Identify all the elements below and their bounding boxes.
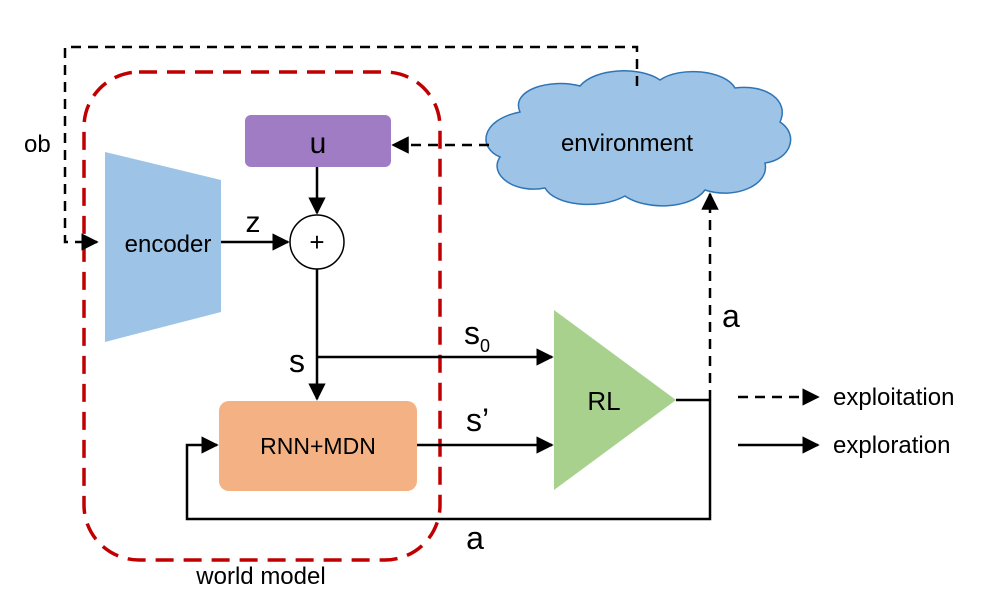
world-model-label: world model xyxy=(195,563,325,590)
u-label: u xyxy=(310,127,327,160)
rl-block xyxy=(554,310,676,490)
a-top-label: a xyxy=(722,298,740,334)
s-label: s xyxy=(289,343,305,379)
ob-label: ob xyxy=(24,131,51,158)
legend-exploration-label: exploration xyxy=(833,432,950,459)
environment-label: environment xyxy=(561,130,693,157)
z-label: z xyxy=(246,206,261,239)
ob-path xyxy=(63,45,639,251)
s0-label: s0 xyxy=(464,315,490,356)
encoder-block xyxy=(105,152,221,342)
a-bottom-label: a xyxy=(466,520,484,556)
action-feedback-path xyxy=(185,400,712,521)
legend: exploitation exploration xyxy=(738,384,954,459)
rnn-mdn-block xyxy=(219,401,417,491)
u-block xyxy=(245,115,391,167)
rnn-mdn-label: RNN+MDN xyxy=(260,433,376,459)
sum-node-label: + xyxy=(309,227,324,257)
encoder-label: encoder xyxy=(125,231,212,258)
rl-label: RL xyxy=(587,386,620,416)
environment-cloud xyxy=(485,70,792,207)
legend-exploitation-label: exploitation xyxy=(833,384,954,411)
world-model-region xyxy=(82,70,442,562)
s-prime-label: s’ xyxy=(466,402,489,438)
